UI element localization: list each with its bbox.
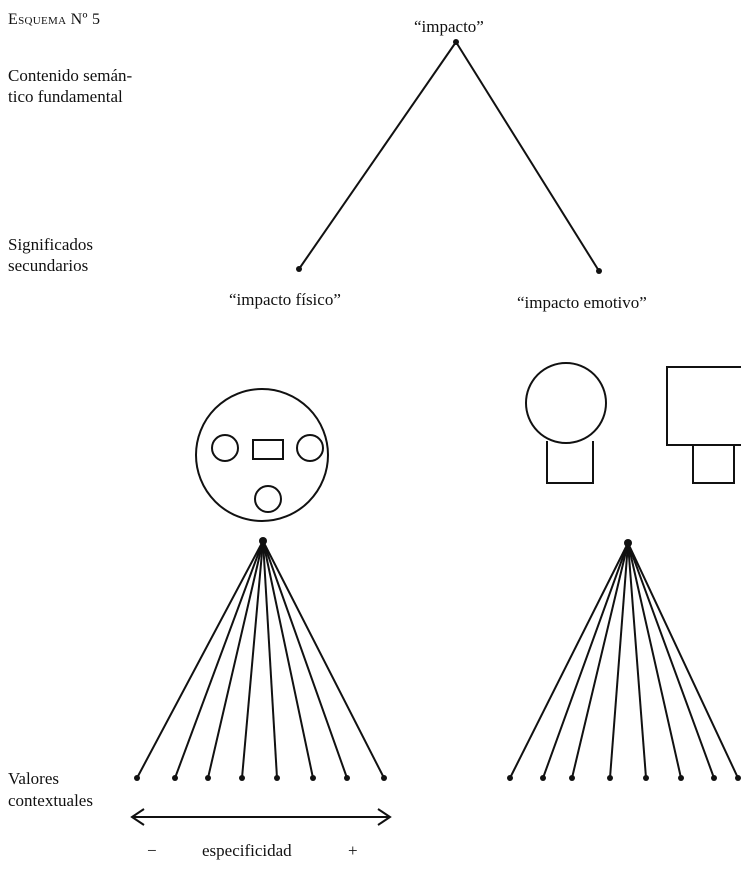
contextual-value-dot xyxy=(569,775,575,781)
fan-physical-contextual-values xyxy=(134,537,387,781)
left-node-dot xyxy=(296,266,302,272)
face-left-eye xyxy=(211,434,239,462)
contextual-value-dot xyxy=(735,775,741,781)
face-icon xyxy=(195,388,329,522)
fan-line xyxy=(262,540,278,779)
square-head-icon xyxy=(666,366,741,446)
level-secondary-label-line2: secundarios xyxy=(8,256,89,275)
fan-line xyxy=(627,542,682,779)
contextual-value-dot xyxy=(274,775,280,781)
root-node-dot xyxy=(453,39,459,45)
level-contextual-label-line2: contextuales xyxy=(8,791,93,810)
level-fundamental-label-line1: Contenido semán- xyxy=(8,66,133,85)
contextual-value-dot xyxy=(607,775,613,781)
round-head-pedestal xyxy=(546,441,594,484)
axis-plus-sign: + xyxy=(348,841,358,860)
fan-line xyxy=(609,542,629,779)
emotive-icons xyxy=(525,362,741,484)
face-nose xyxy=(252,439,284,460)
fan-line xyxy=(571,542,629,779)
contextual-value-dot xyxy=(134,775,140,781)
contextual-value-dot xyxy=(711,775,717,781)
fan-line xyxy=(627,542,739,779)
contextual-value-dot xyxy=(172,775,178,781)
face-outline xyxy=(195,388,329,522)
level-fundamental-label-line2: tico fundamental xyxy=(8,87,123,106)
fan-line xyxy=(509,542,629,779)
fan-line xyxy=(627,542,715,779)
contextual-value-dot xyxy=(540,775,546,781)
axis-label: especificidad xyxy=(202,841,292,860)
contextual-value-dot xyxy=(205,775,211,781)
contextual-value-dot xyxy=(678,775,684,781)
contextual-value-dot xyxy=(239,775,245,781)
face-mouth xyxy=(254,485,282,513)
fan-line xyxy=(262,540,348,779)
fan-line xyxy=(627,542,647,779)
fan-line xyxy=(262,540,314,779)
branch-right-label: “impacto emotivo” xyxy=(517,293,647,312)
branch-left-label: “impacto físico” xyxy=(229,290,341,309)
square-head-pedestal xyxy=(692,445,735,484)
contextual-value-dot xyxy=(344,775,350,781)
contextual-value-dot xyxy=(507,775,513,781)
fan-line xyxy=(542,542,629,779)
fan-apex-dot xyxy=(259,537,267,545)
specificity-axis-arrow xyxy=(130,808,392,826)
axis-minus-sign: − xyxy=(147,841,157,860)
edge-root-to-right xyxy=(455,41,600,272)
round-head-icon xyxy=(525,362,607,444)
face-right-eye xyxy=(296,434,324,462)
fan-line xyxy=(174,540,264,779)
fan-line xyxy=(262,540,385,779)
fan-emotive-contextual-values xyxy=(507,539,741,781)
contextual-value-dot xyxy=(643,775,649,781)
fan-line xyxy=(241,540,264,779)
scheme-title: Esquema Nº 5 xyxy=(8,11,101,28)
contextual-value-dot xyxy=(310,775,316,781)
fan-line xyxy=(207,540,264,779)
contextual-value-dot xyxy=(381,775,387,781)
level-secondary-label-line1: Significados xyxy=(8,235,93,254)
fan-line xyxy=(136,540,264,779)
fan-apex-dot xyxy=(624,539,632,547)
root-node-label: “impacto” xyxy=(414,17,484,36)
level-contextual-label-line1: Valores xyxy=(8,769,59,788)
edge-root-to-left xyxy=(298,41,457,270)
right-node-dot xyxy=(596,268,602,274)
axis-arrowhead-left xyxy=(130,808,145,826)
axis-arrowhead-right xyxy=(377,808,392,826)
top-tree xyxy=(296,39,602,274)
